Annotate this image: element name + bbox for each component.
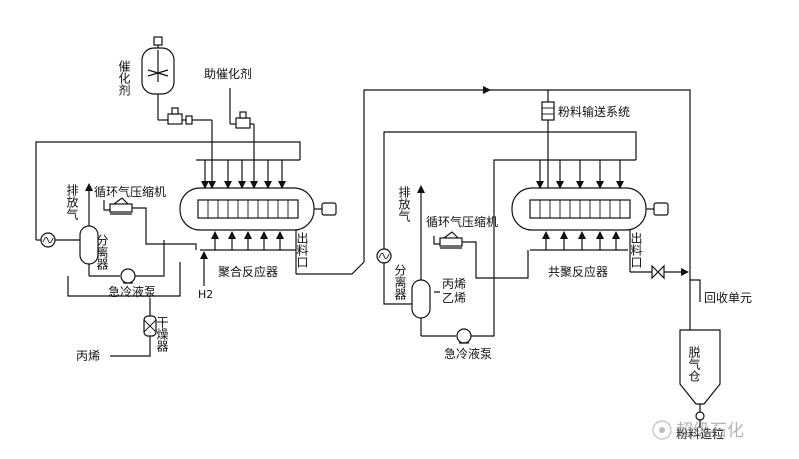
degassing-bin-label: 脱气仓 — [687, 345, 701, 382]
cocatalyst-label: 助催化剂 — [204, 66, 252, 81]
catalyst-label: 催化剂 — [117, 60, 131, 96]
h2-label: H2 — [198, 288, 213, 301]
poly-reactor-label: 聚合反应器 — [218, 264, 278, 279]
heat-exchanger-1 — [40, 232, 56, 248]
to-pelletizing-label: 粉料造粒 — [676, 426, 724, 441]
vent-gas-2-label: 排放气 — [397, 186, 411, 222]
copoly-reactor-label: 共聚反应器 — [548, 264, 608, 279]
quench-pump-2 — [456, 328, 472, 344]
powder-transfer-system — [541, 101, 555, 121]
watermark: 超级石化 — [652, 420, 744, 441]
cycle-compressor-1-label: 循环气压缩机 — [94, 184, 166, 199]
separator-2-label: 分离器 — [393, 264, 407, 301]
outlet-1-label: 出料口 — [295, 232, 309, 268]
recovery-unit-label: 回收单元 — [704, 291, 752, 305]
dryer-label: 干燥器 — [155, 316, 169, 353]
outlet-2-label: 出料口 — [629, 232, 643, 268]
powder-system-label: 粉料输送系统 — [558, 104, 630, 119]
heat-exchanger-2 — [376, 248, 392, 264]
quench-pump-2-label: 急冷液泵 — [444, 346, 492, 361]
valve — [651, 264, 665, 280]
quench-pump-1 — [120, 268, 136, 284]
copolymerization-reactor — [511, 187, 669, 231]
cycle-compressor-2-label: 循环气压缩机 — [426, 214, 498, 229]
cocatalyst-feeder — [229, 88, 258, 189]
vent-gas-1-label: 排放气 — [65, 184, 79, 220]
ethylene-2-label: 乙烯 — [442, 291, 466, 305]
separator-1-label: 分离器 — [95, 234, 109, 271]
cycle-compressor-2 — [439, 231, 463, 249]
quench-pump-1-label: 急冷液泵 — [108, 284, 156, 299]
propylene-feed-label: 丙烯 — [76, 349, 100, 363]
polymerization-reactor — [179, 187, 337, 231]
catalyst-vessel — [141, 36, 175, 112]
propylene-2-label: 丙烯 — [442, 277, 466, 291]
degassing-bin — [679, 329, 721, 428]
separator-2 — [411, 279, 431, 319]
catalyst-feeder — [157, 107, 216, 189]
watermark-text: 超级石化 — [676, 421, 744, 441]
cycle-compressor-1 — [109, 197, 133, 215]
